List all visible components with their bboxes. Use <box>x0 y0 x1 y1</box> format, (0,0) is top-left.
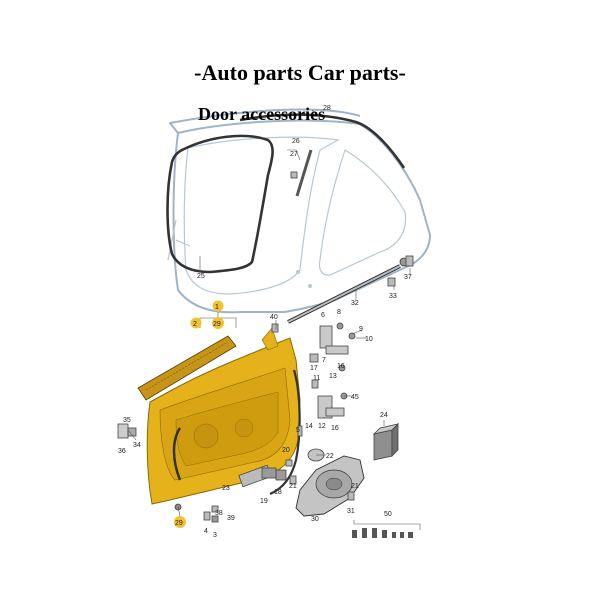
callout-label: 3 <box>213 532 217 539</box>
callout-label: 34 <box>133 442 141 449</box>
callout-label: 50 <box>384 511 392 518</box>
callout-label: 21 <box>289 483 297 490</box>
screw-set <box>352 528 413 538</box>
callout-label: 1 <box>215 304 219 311</box>
callout-label: 5 <box>296 427 300 434</box>
callout-labels: 1 2 29 29 25 26 27 28 32 33 37 40 6 8 9 … <box>118 105 412 539</box>
callout-label: 32 <box>351 300 359 307</box>
callout-label: 12 <box>318 423 326 430</box>
callout-label: 39 <box>227 515 235 522</box>
callout-label: 30 <box>311 516 319 523</box>
callout-2-highlight <box>190 317 202 329</box>
door-edge-seal <box>269 369 301 496</box>
callout-label: 29 <box>213 321 221 328</box>
callout-label: 33 <box>389 293 397 300</box>
callout-label: 2 <box>193 321 197 328</box>
window-seal <box>166 134 274 274</box>
callout-label: 16 <box>337 363 345 370</box>
lock-box <box>372 423 400 461</box>
callout-label: 25 <box>197 273 205 280</box>
callout-label: 6 <box>321 312 325 319</box>
callout-label: 29 <box>175 520 183 527</box>
callout-label: 9 <box>359 326 363 333</box>
callout-label: 13 <box>329 373 337 380</box>
callout-label: 21 <box>351 483 359 490</box>
callout-label: 35 <box>123 417 131 424</box>
window-regulator-motor <box>238 464 287 488</box>
hinge-assemblies <box>309 322 356 419</box>
door-shell <box>146 327 301 505</box>
callout-label: 37 <box>404 274 412 281</box>
callout-label: 40 <box>270 314 278 321</box>
callout-label: 17 <box>310 365 318 372</box>
callout-label: 20 <box>282 447 290 454</box>
page-subtitle: Door accessories <box>198 104 326 124</box>
callout-label: 45 <box>351 394 359 401</box>
callout-label: 22 <box>326 453 334 460</box>
callout-label: 11 <box>313 375 320 382</box>
door-trim-strip <box>137 335 237 401</box>
door-panel-carrier <box>295 455 365 517</box>
callout-29b-highlight <box>174 516 186 528</box>
callout-label: 23 <box>222 485 230 492</box>
callout-label: 27 <box>290 151 298 158</box>
car-body-outline <box>167 108 431 314</box>
callout-label: 7 <box>322 357 326 364</box>
callout-label: 31 <box>347 508 355 515</box>
page-title: -Auto parts Car parts- <box>194 60 406 85</box>
callout-label: 10 <box>365 336 373 343</box>
callout-label: 28 <box>323 105 331 112</box>
callout-1-highlight <box>212 300 224 312</box>
b-pillar-strip <box>290 149 313 197</box>
callout-label: 16 <box>331 425 339 432</box>
callout-label: 38 <box>215 510 223 517</box>
callout-label: 26 <box>292 138 300 145</box>
callout-label: 36 <box>118 448 126 455</box>
door-check-rod <box>287 257 409 324</box>
roof-molding <box>239 113 406 169</box>
callout-label: 19 <box>260 498 268 505</box>
callout-label: 14 <box>305 423 313 430</box>
callout-29a-highlight <box>212 317 224 329</box>
callout-label: 18 <box>274 489 282 496</box>
callout-label: 8 <box>337 309 341 316</box>
callout-label: 24 <box>380 412 388 419</box>
callout-label: 4 <box>204 528 208 535</box>
